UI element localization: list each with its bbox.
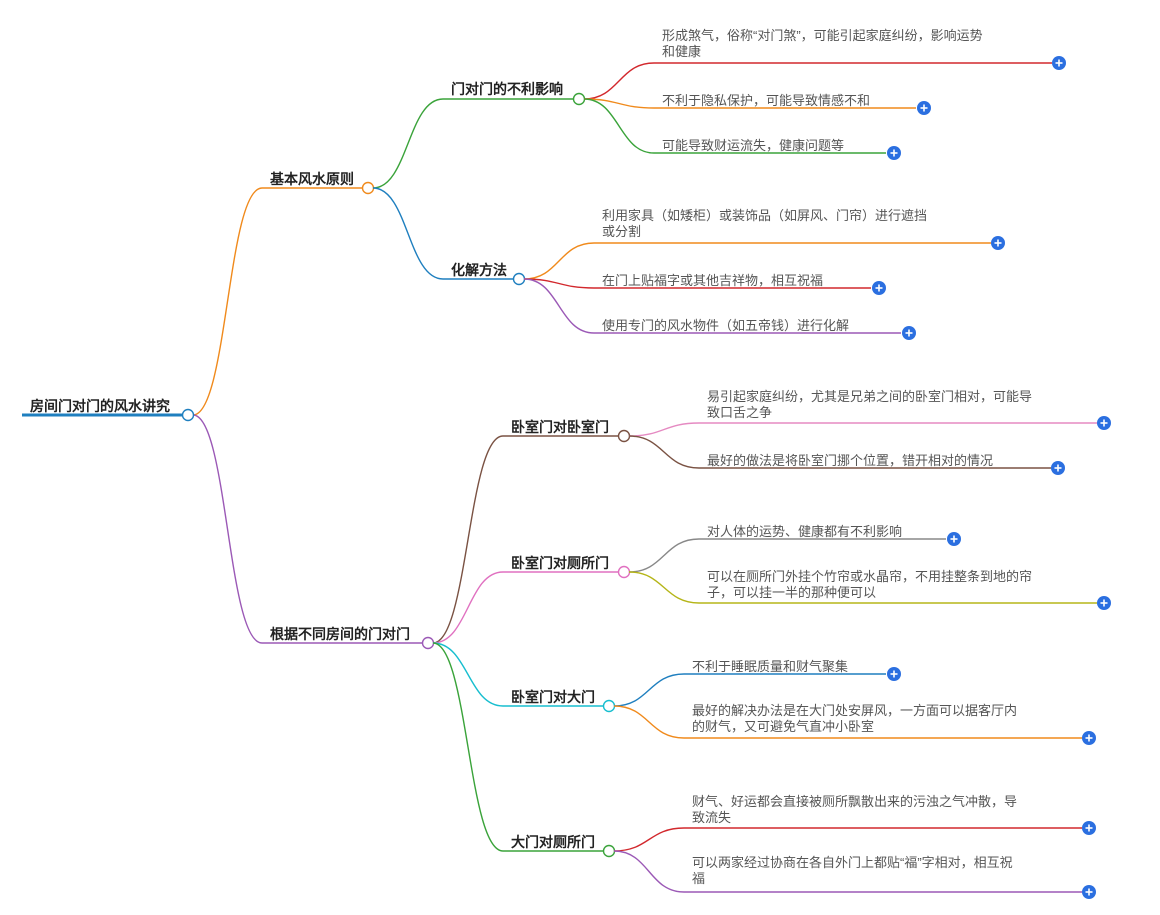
- subtopic-collapse-toggle-1-3[interactable]: [602, 844, 616, 858]
- leaf-text-1-1-1-line-1: 子，可以挂一半的那种便可以: [707, 585, 876, 600]
- leaf-text-1-3-0-line-1: 致流失: [692, 810, 731, 825]
- expand-plus-icon-0-0-2[interactable]: [887, 146, 901, 160]
- expand-plus-icon-1-2-1[interactable]: [1082, 731, 1096, 745]
- leaf-text-0-0-0-line-1: 和健康: [662, 44, 701, 59]
- subtopic-1-0: 卧室门对卧室门: [511, 419, 609, 435]
- leaf-text-1-0-0-line-1: 致口舌之争: [707, 405, 772, 420]
- branch-connector-1: [192, 414, 263, 644]
- leaf-text-1-2-0-line-0: 不利于睡眠质量和财气聚集: [692, 659, 848, 674]
- leaf-connector-1-3-1: [613, 850, 685, 893]
- expand-plus-icon-1-0-1[interactable]: [1051, 461, 1065, 475]
- expand-plus-icon-1-1-0[interactable]: [947, 532, 961, 546]
- root-topic-label: 房间门对门的风水讲究: [30, 398, 170, 414]
- branch-collapse-toggle-1[interactable]: [421, 636, 435, 650]
- leaf-connector-0-0-0: [583, 62, 655, 100]
- leaf-connector-1-1-1: [628, 571, 700, 604]
- subtopic-1-2: 卧室门对大门: [511, 689, 595, 705]
- leaf-connector-0-0-2: [583, 98, 655, 154]
- leaf-text-1-0-0-line-0: 易引起家庭纠纷，尤其是兄弟之间的卧室门相对，可能导: [707, 389, 1032, 404]
- subtopic-connector-0-1: [372, 187, 444, 280]
- leaf-text-0-0-2-line-0: 可能导致财运流失，健康问题等: [662, 138, 844, 153]
- leaf-connector-0-1-0: [523, 242, 595, 280]
- subtopic-collapse-toggle-1-1[interactable]: [617, 565, 631, 579]
- leaf-text-1-3-1-line-0: 可以两家经过协商在各自外门上都贴“福”字相对，相互祝: [692, 855, 1013, 870]
- leaf-connector-1-1-0: [628, 538, 700, 573]
- leaf-connector-1-0-1: [628, 435, 700, 469]
- leaf-text-1-3-1-line-1: 福: [692, 871, 705, 886]
- leaf-text-0-0-1-line-0: 不利于隐私保护，可能导致情感不和: [662, 93, 870, 108]
- leaf-text-1-3-0-line-0: 财气、好运都会直接被厕所飘散出来的污浊之气冲散，导: [692, 794, 1017, 809]
- leaf-text-0-1-0-line-0: 利用家具（如矮柜）或装饰品（如屏风、门帘）进行遮挡: [602, 208, 927, 223]
- branch-topic-0: 基本风水原则: [270, 171, 354, 187]
- expand-plus-icon-1-0-0[interactable]: [1097, 416, 1111, 430]
- leaf-connector-0-1-1: [523, 278, 595, 289]
- leaf-text-0-1-2-line-0: 使用专门的风水物件（如五帝钱）进行化解: [602, 318, 849, 333]
- expand-plus-icon-0-1-2[interactable]: [902, 326, 916, 340]
- subtopic-connector-1-2: [432, 642, 504, 707]
- subtopic-0-0: 门对门的不利影响: [451, 81, 563, 97]
- expand-plus-icon-1-1-1[interactable]: [1097, 596, 1111, 610]
- subtopic-collapse-toggle-0-0[interactable]: [572, 92, 586, 106]
- expand-plus-icon-0-1-1[interactable]: [872, 281, 886, 295]
- leaf-connector-1-2-1: [613, 705, 685, 739]
- leaf-text-0-1-0-line-1: 或分割: [602, 224, 641, 239]
- subtopic-connector-1-0: [432, 435, 504, 644]
- expand-plus-icon-0-1-0[interactable]: [991, 236, 1005, 250]
- leaf-text-1-1-1-line-0: 可以在厕所门外挂个竹帘或水晶帘，不用挂整条到地的帘: [707, 569, 1032, 584]
- leaf-connector-0-1-2: [523, 278, 595, 334]
- subtopic-connector-1-3: [432, 642, 504, 852]
- expand-plus-icon-0-0-1[interactable]: [917, 101, 931, 115]
- leaf-text-0-1-1-line-0: 在门上贴福字或其他吉祥物，相互祝福: [602, 273, 823, 288]
- root-collapse-toggle[interactable]: [181, 408, 195, 422]
- leaf-text-1-1-0-line-0: 对人体的运势、健康都有不利影响: [707, 524, 902, 539]
- branch-topic-1: 根据不同房间的门对门: [270, 626, 410, 642]
- subtopic-connector-0-0: [372, 98, 444, 189]
- leaf-connector-1-3-0: [613, 827, 685, 852]
- subtopic-0-1: 化解方法: [451, 262, 507, 278]
- leaf-text-0-0-0-line-0: 形成煞气，俗称“对门煞”，可能引起家庭纠纷，影响运势: [662, 28, 983, 43]
- expand-plus-icon-0-0-0[interactable]: [1052, 56, 1066, 70]
- subtopic-collapse-toggle-1-2[interactable]: [602, 699, 616, 713]
- subtopic-collapse-toggle-0-1[interactable]: [512, 272, 526, 286]
- leaf-connector-1-0-0: [628, 422, 700, 437]
- subtopic-collapse-toggle-1-0[interactable]: [617, 429, 631, 443]
- leaf-connector-1-2-0: [613, 673, 685, 707]
- expand-plus-icon-1-2-0[interactable]: [887, 667, 901, 681]
- leaf-text-1-2-1-line-0: 最好的解决办法是在大门处安屏风，一方面可以据客厅内: [692, 703, 1017, 718]
- branch-collapse-toggle-0[interactable]: [361, 181, 375, 195]
- leaf-connector-0-0-1: [583, 98, 655, 109]
- branch-connector-0: [192, 187, 263, 416]
- subtopic-connector-1-1: [432, 571, 504, 644]
- leaf-text-1-2-1-line-1: 的财气，又可避免气直冲小卧室: [692, 719, 874, 734]
- expand-plus-icon-1-3-1[interactable]: [1082, 885, 1096, 899]
- leaf-text-1-0-1-line-0: 最好的做法是将卧室门挪个位置，错开相对的情况: [707, 453, 993, 468]
- subtopic-1-3: 大门对厕所门: [511, 834, 595, 850]
- expand-plus-icon-1-3-0[interactable]: [1082, 821, 1096, 835]
- subtopic-1-1: 卧室门对厕所门: [511, 555, 609, 571]
